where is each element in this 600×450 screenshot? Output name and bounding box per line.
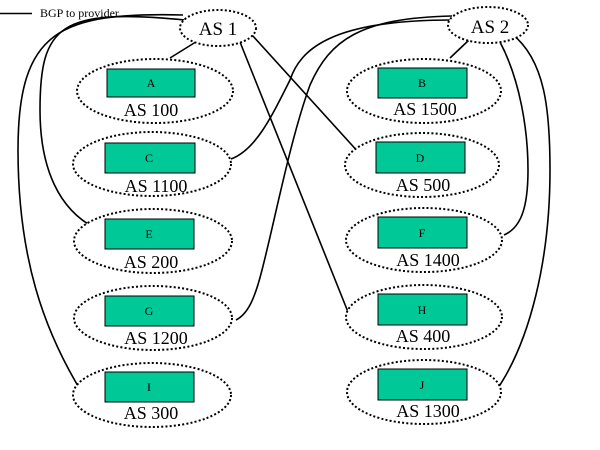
as-number-label: AS 500 bbox=[396, 175, 451, 195]
router-box bbox=[377, 368, 468, 401]
link-as1-as400 bbox=[239, 41, 349, 313]
link-as2-as1500 bbox=[449, 39, 470, 59]
customer-node-d[interactable]: D AS 500 bbox=[344, 132, 500, 198]
router-box bbox=[104, 295, 195, 327]
customer-node-g[interactable]: G AS 1200 bbox=[73, 285, 233, 351]
customer-node-b[interactable]: B AS 1500 bbox=[346, 58, 502, 124]
router-label: I bbox=[147, 380, 151, 394]
customer-node-i[interactable]: I AS 300 bbox=[72, 362, 232, 428]
customer-node-e[interactable]: E AS 200 bbox=[73, 208, 233, 274]
legend: BGP to provider bbox=[0, 6, 119, 20]
bgp-links bbox=[17, 13, 551, 389]
as-number-label: AS 300 bbox=[124, 403, 179, 423]
link-as2-as1100 bbox=[230, 19, 453, 160]
router-box bbox=[104, 142, 196, 174]
router-label: C bbox=[145, 151, 153, 165]
router-box bbox=[106, 68, 196, 98]
link-as2-as1300 bbox=[497, 33, 551, 389]
customer-node-h[interactable]: H AS 400 bbox=[345, 284, 503, 350]
provider-label: AS 1 bbox=[199, 19, 238, 40]
as-number-label: AS 1400 bbox=[396, 250, 460, 270]
provider-as1[interactable]: AS 1 bbox=[179, 9, 257, 47]
as-number-label: AS 1100 bbox=[125, 176, 188, 196]
router-label: D bbox=[416, 151, 425, 165]
router-label: E bbox=[145, 227, 152, 241]
as-number-label: AS 200 bbox=[124, 252, 179, 272]
router-box bbox=[104, 218, 195, 250]
router-label: A bbox=[147, 76, 156, 90]
customer-node-f[interactable]: F AS 1400 bbox=[345, 207, 503, 273]
provider-as2[interactable]: AS 2 bbox=[447, 6, 529, 44]
router-label: H bbox=[418, 303, 427, 317]
router-box bbox=[104, 371, 195, 403]
router-label: B bbox=[418, 76, 426, 90]
provider-label: AS 2 bbox=[471, 17, 510, 38]
router-label: J bbox=[420, 378, 425, 392]
customer-node-j[interactable]: J AS 1300 bbox=[346, 359, 502, 425]
customer-node-c[interactable]: C AS 1100 bbox=[72, 131, 232, 197]
as-number-label: AS 1500 bbox=[393, 99, 457, 119]
as-number-label: AS 1300 bbox=[396, 401, 460, 421]
as-number-label: AS 400 bbox=[396, 326, 451, 346]
router-box bbox=[377, 67, 468, 99]
router-box bbox=[375, 141, 466, 174]
as-number-label: AS 1200 bbox=[124, 328, 188, 348]
link-as1-as300 bbox=[17, 13, 184, 387]
router-label: G bbox=[145, 304, 154, 318]
router-box bbox=[377, 216, 468, 249]
link-as2-as1400 bbox=[499, 41, 529, 236]
customer-node-a[interactable]: A AS 100 bbox=[76, 58, 234, 124]
as-number-label: AS 100 bbox=[124, 100, 179, 120]
legend-label: BGP to provider bbox=[40, 6, 119, 20]
router-box bbox=[377, 293, 468, 326]
router-label: F bbox=[419, 226, 426, 240]
link-as2-as1200 bbox=[235, 15, 453, 321]
